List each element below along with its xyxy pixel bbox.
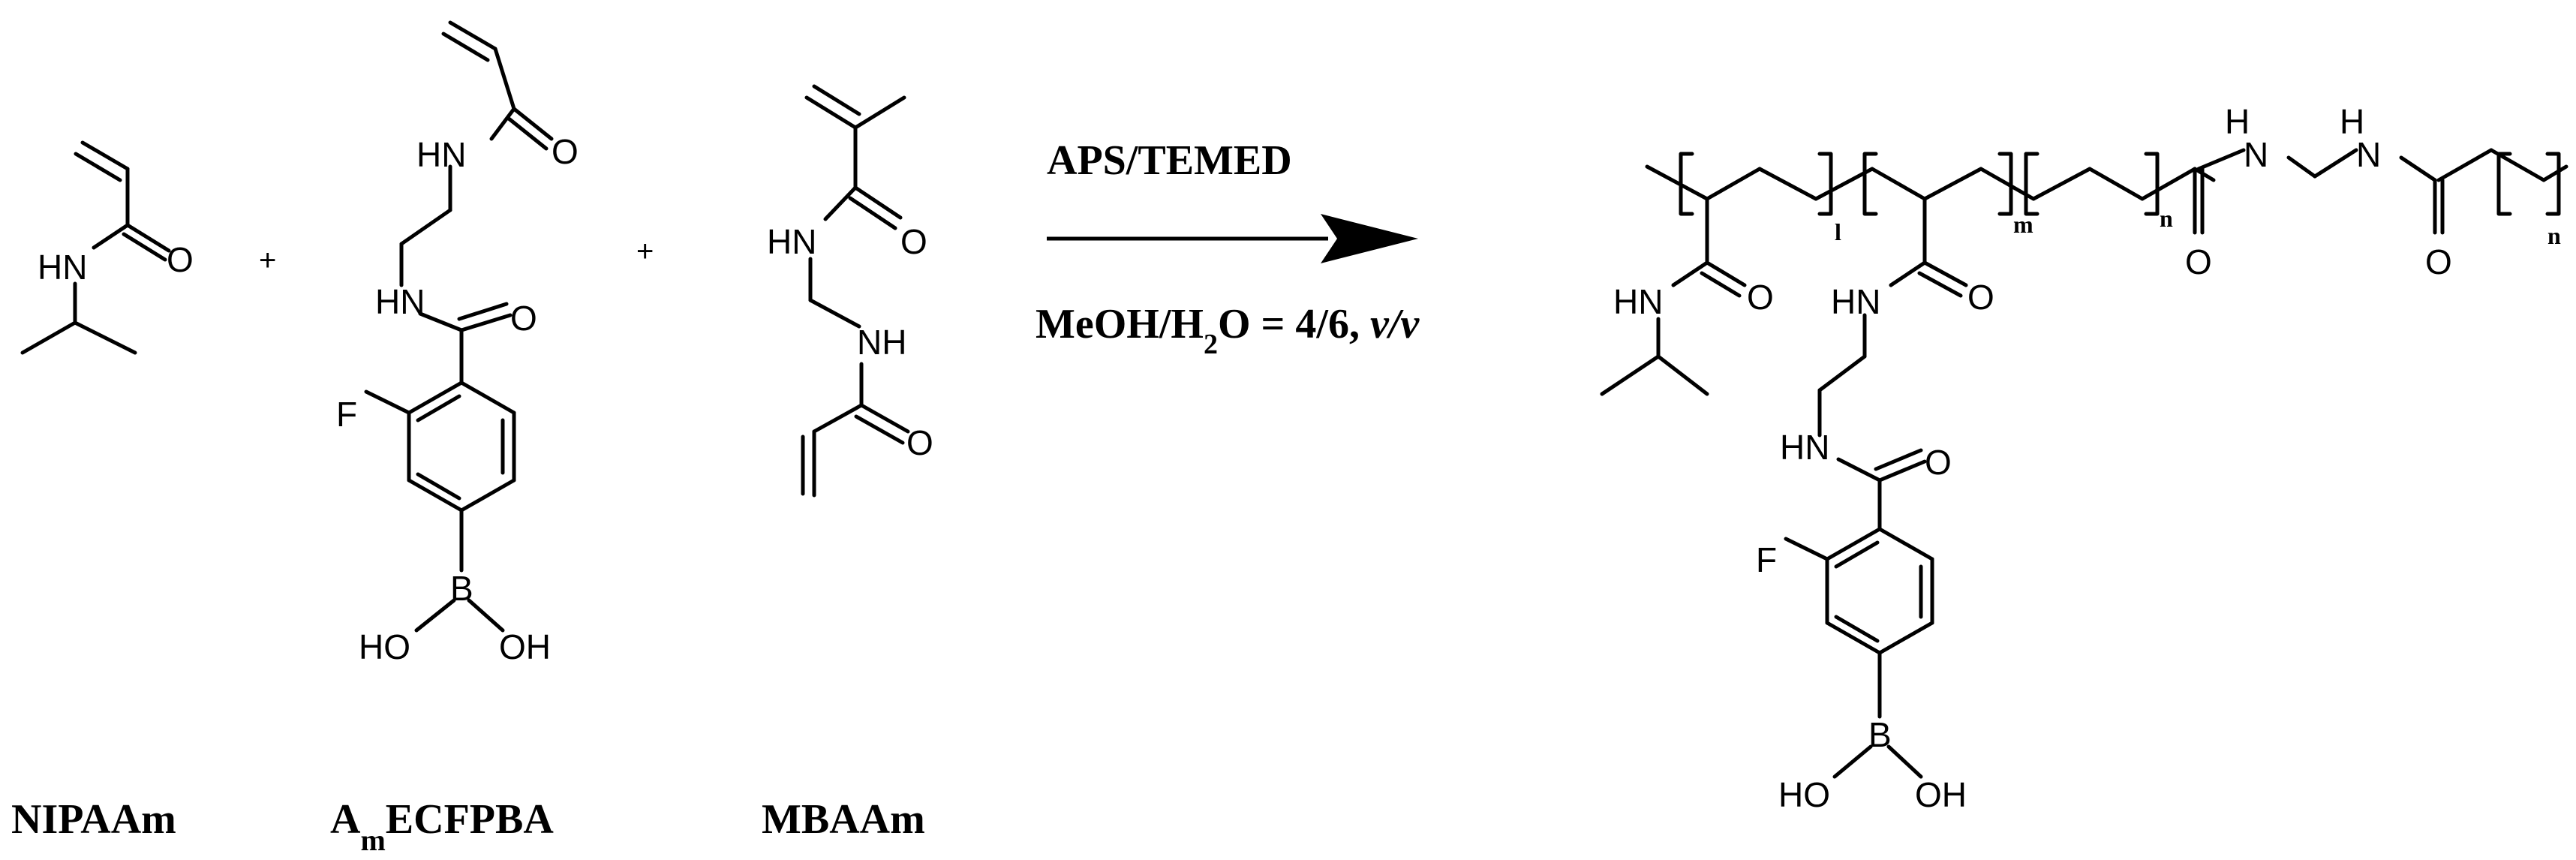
label-mbaam: MBAAm [762,796,925,843]
atom-hn: HN [1780,428,1829,467]
amecfpba-structure: O HN HN O F B HO OH [336,20,579,666]
atom-b: B [450,569,473,608]
atom-n: N [2244,135,2268,174]
atom-o: O [906,423,933,462]
atom-f: F [336,395,357,434]
atom-hn: HN [416,135,466,174]
atom-hn: HN [375,282,425,321]
index-n-2: n [2547,222,2561,249]
index-l: l [1835,218,1841,245]
label-amecfpba: AmECFPBA [330,796,554,857]
nipaam-structure: O HN [20,140,194,355]
reaction-arrow [1047,214,1418,263]
atom-nh: NH [857,323,906,362]
atom-o: O [1747,278,1774,317]
atom-o: O [552,132,579,171]
atom-f: F [1756,540,1777,579]
polymer-structure: l m n n H N H N O O O HN [1600,102,2568,814]
mbaam-structure: O HN NH O [767,84,933,498]
atom-hn: HN [1831,282,1880,321]
conditions-bottom: MeOH/H2O = 4/6, v/v [1036,301,1420,360]
atom-oh: OH [1915,775,1967,814]
atom-b: B [1868,715,1892,754]
atom-hn: HN [38,248,87,287]
atom-n: N [2356,135,2381,174]
atom-hn: HN [1613,282,1663,321]
plus-sign-1: + [259,244,276,277]
plus-sign-2: + [636,235,654,268]
atom-hn: HN [767,222,816,261]
atom-o: O [900,222,927,261]
atom-o: O [167,240,194,279]
conditions-top: APS/TEMED [1047,137,1292,184]
atom-o: O [1967,278,1994,317]
atom-oh: OH [499,627,551,666]
atom-ho: HO [1778,775,1830,814]
atom-h: H [2225,102,2250,141]
atom-ho: HO [359,627,410,666]
atom-h: H [2340,102,2364,141]
atom-o: O [1925,443,1952,482]
atom-o: O [2425,242,2452,281]
index-m: m [2013,211,2033,238]
atom-o: O [510,299,537,338]
label-nipaam: NIPAAm [11,796,176,843]
index-n-1: n [2160,205,2173,232]
atom-o: O [2185,242,2212,281]
